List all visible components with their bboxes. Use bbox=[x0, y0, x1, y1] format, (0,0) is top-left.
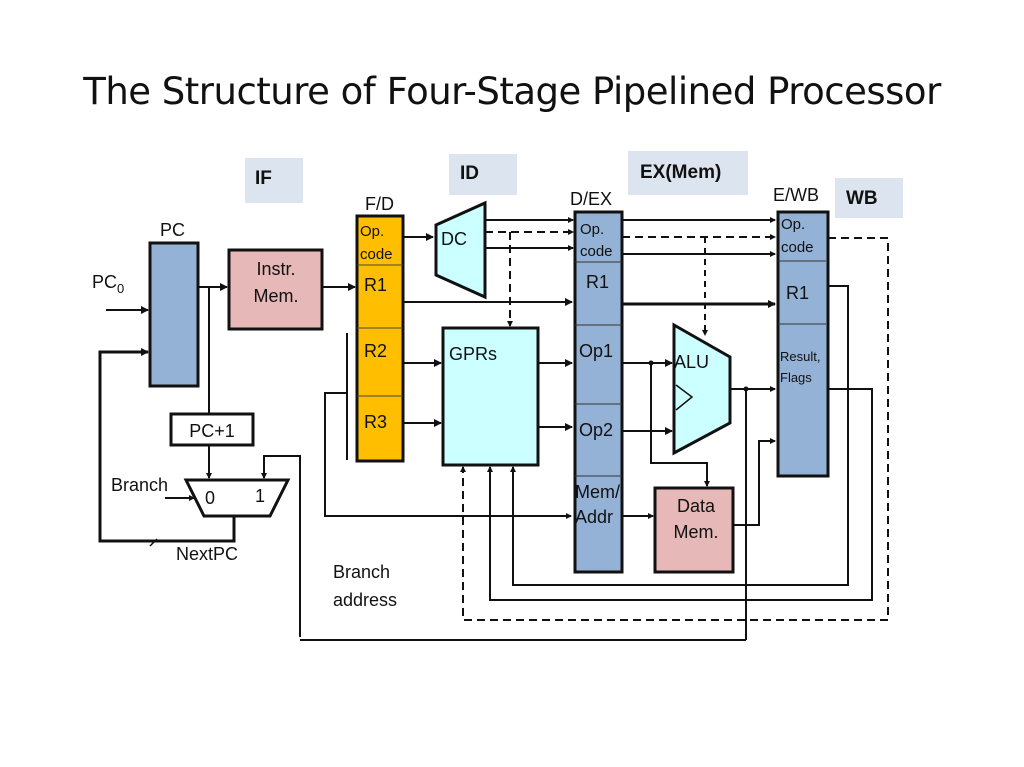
stage-if: IF bbox=[245, 158, 303, 203]
svg-text:R2: R2 bbox=[364, 341, 387, 361]
svg-text:code: code bbox=[360, 246, 393, 263]
decoder: DC bbox=[434, 200, 487, 300]
svg-text:ALU: ALU bbox=[674, 352, 709, 372]
svg-text:0: 0 bbox=[205, 488, 215, 508]
next-pc-mux: 0 1 bbox=[183, 478, 291, 518]
svg-text:Flags: Flags bbox=[780, 370, 812, 385]
svg-text:GPRs: GPRs bbox=[449, 344, 497, 364]
svg-text:Op2: Op2 bbox=[579, 420, 613, 440]
svg-text:ID: ID bbox=[460, 163, 479, 184]
pc0-input-label: PC0 bbox=[92, 272, 124, 296]
svg-text:PC+1: PC+1 bbox=[189, 421, 235, 441]
fd-register: F/D Op. code R1 R2 R3 bbox=[355, 194, 405, 463]
gprs: GPRs bbox=[441, 326, 540, 467]
svg-text:IF: IF bbox=[255, 168, 272, 189]
svg-text:E/WB: E/WB bbox=[773, 185, 819, 205]
svg-text:Result,: Result, bbox=[780, 349, 820, 364]
svg-text:code: code bbox=[781, 239, 814, 256]
slide-title: The Structure of Four-Stage Pipelined Pr… bbox=[83, 70, 941, 113]
stage-wb: WB bbox=[835, 178, 903, 218]
svg-text:1: 1 bbox=[255, 486, 265, 506]
svg-text:R1: R1 bbox=[364, 275, 387, 295]
branch-address-label: Branch bbox=[333, 562, 390, 582]
svg-text:Op.: Op. bbox=[580, 221, 604, 238]
svg-text:Instr.: Instr. bbox=[256, 259, 295, 279]
svg-text:Data: Data bbox=[677, 496, 716, 516]
dex-register: D/EX Op. code R1 Op1 Op2 Mem/ Addr bbox=[570, 189, 624, 574]
stage-ex: EX(Mem) bbox=[628, 151, 748, 195]
next-pc-label: NextPC bbox=[176, 544, 238, 564]
svg-text:R1: R1 bbox=[586, 272, 609, 292]
svg-text:D/EX: D/EX bbox=[570, 189, 612, 209]
svg-text:PC: PC bbox=[160, 220, 185, 240]
svg-text:F/D: F/D bbox=[365, 194, 394, 214]
svg-text:R1: R1 bbox=[786, 283, 809, 303]
svg-text:Mem.: Mem. bbox=[254, 286, 299, 306]
svg-text:Op.: Op. bbox=[781, 216, 805, 233]
ewb-register: E/WB Op. code R1 Result, Flags bbox=[773, 185, 830, 478]
svg-text:Mem.: Mem. bbox=[674, 522, 719, 542]
branch-address-label-line2: address bbox=[333, 590, 397, 610]
svg-text:PC0: PC0 bbox=[92, 272, 124, 296]
svg-text:Addr: Addr bbox=[575, 507, 613, 527]
svg-text:EX(Mem): EX(Mem) bbox=[640, 162, 721, 183]
pc-increment: PC+1 bbox=[169, 412, 255, 447]
stage-id: ID bbox=[449, 154, 517, 195]
svg-text:WB: WB bbox=[846, 188, 878, 209]
svg-text:Mem/: Mem/ bbox=[575, 482, 620, 502]
svg-text:Op1: Op1 bbox=[579, 341, 613, 361]
pc-register: PC bbox=[148, 220, 200, 388]
svg-text:R3: R3 bbox=[364, 412, 387, 432]
data-memory: Data Mem. bbox=[653, 486, 735, 574]
mux-select-label: Branch bbox=[111, 475, 168, 495]
instruction-memory: Instr. Mem. bbox=[227, 248, 324, 331]
svg-text:code: code bbox=[580, 243, 613, 260]
svg-text:DC: DC bbox=[441, 229, 467, 249]
alu: ALU bbox=[672, 322, 732, 456]
svg-text:Op.: Op. bbox=[360, 223, 384, 240]
